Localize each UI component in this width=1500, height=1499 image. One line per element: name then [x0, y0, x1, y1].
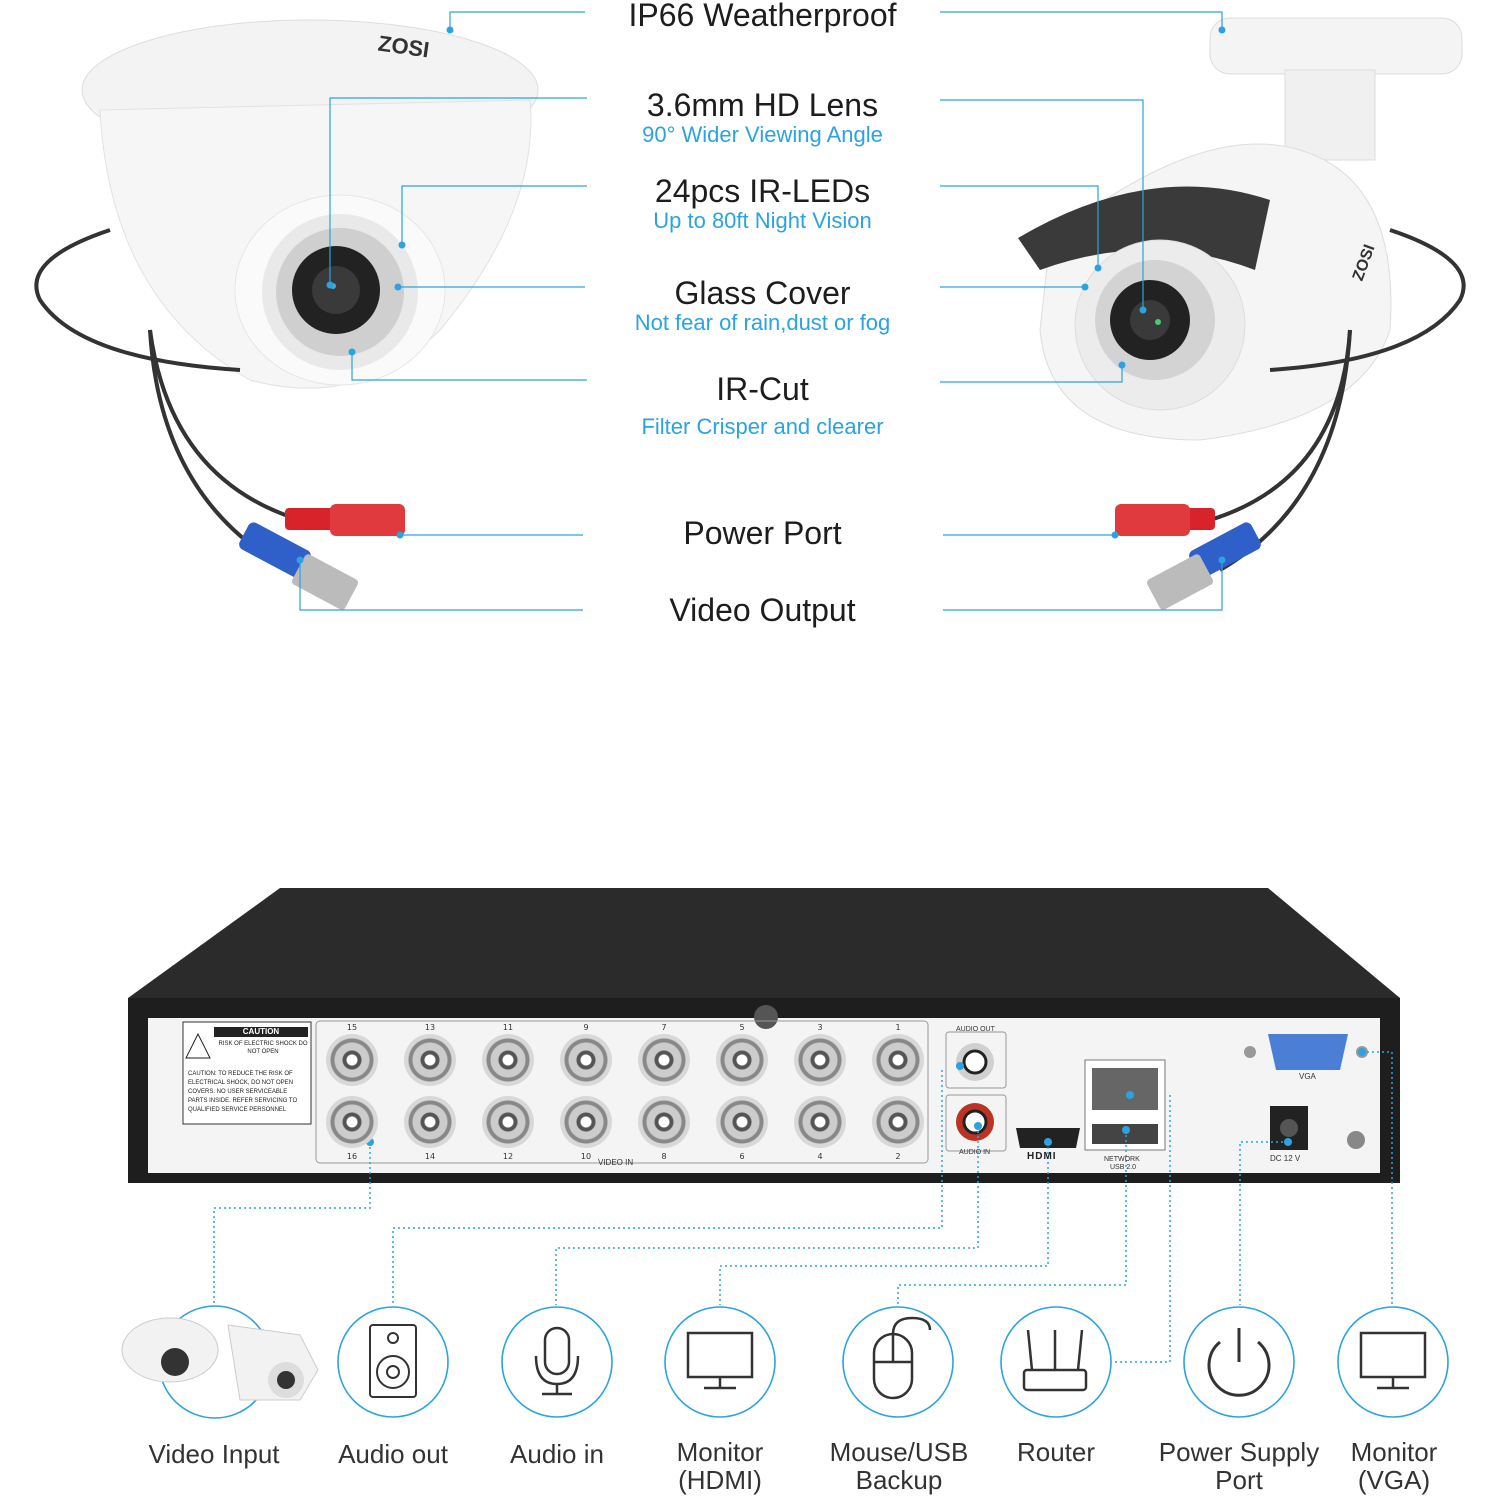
channel-number: 6	[739, 1152, 745, 1161]
bullet-camera	[1018, 17, 1463, 441]
bnc-connector	[482, 1034, 534, 1086]
bnc-connector	[872, 1096, 924, 1148]
cameras-icon	[121, 1317, 319, 1401]
feature-video-output: Video Output	[560, 593, 965, 627]
bnc-connector	[794, 1096, 846, 1148]
feature-weatherproof: IP66 Weatherproof	[560, 0, 965, 32]
feature-title: Video Output	[669, 592, 856, 628]
bnc-connector	[638, 1096, 690, 1148]
monitor-icon	[686, 1331, 754, 1390]
bnc-connector	[482, 1096, 534, 1148]
audio-out-label: AUDIO OUT	[956, 1026, 995, 1033]
feature-title: IR-Cut	[716, 371, 809, 407]
channel-number: 9	[583, 1023, 589, 1032]
bnc-connector	[560, 1034, 612, 1086]
channel-number: 8	[661, 1152, 667, 1161]
channel-number: 10	[580, 1152, 592, 1161]
bnc-connector	[716, 1096, 768, 1148]
usb-label: USB 2.0	[1110, 1164, 1137, 1171]
channel-number: 13	[424, 1023, 436, 1032]
label-monitor-hdmi: Monitor (HDMI)	[676, 1437, 764, 1495]
feature-power-port: Power Port	[560, 516, 965, 550]
feature-subtitle: Not fear of rain,dust or fog	[634, 310, 891, 335]
dc-label: DC 12 V	[1270, 1154, 1301, 1163]
dome-camera	[81, 19, 539, 389]
caution-text: CAUTION: TO REDUCE THE RISK OF ELECTRICA…	[188, 1071, 298, 1113]
caution-title: CAUTION	[242, 1027, 280, 1036]
bnc-connector	[716, 1034, 768, 1086]
feature-title: 3.6mm HD Lens	[646, 87, 879, 123]
channel-number: 14	[424, 1152, 436, 1161]
feature-lens: 3.6mm HD Lens 90° Wider Viewing Angle	[560, 88, 965, 148]
channel-number: 16	[346, 1152, 358, 1161]
channel-number: 2	[895, 1152, 901, 1161]
channel-number: 15	[346, 1023, 358, 1032]
feature-title: 24pcs IR-LEDs	[654, 173, 871, 209]
channel-number: 12	[502, 1152, 514, 1161]
video-plug-left	[239, 522, 359, 610]
icon-circles	[158, 1305, 1449, 1419]
feature-title: Glass Cover	[674, 275, 851, 311]
bnc-connector	[326, 1096, 378, 1148]
channel-number: 7	[661, 1023, 667, 1032]
feature-subtitle: Filter Crisper and clearer	[641, 414, 884, 439]
label-video-input: Video Input	[148, 1439, 280, 1469]
vga-label: VGA	[1299, 1072, 1316, 1081]
feature-glass-cover: Glass Cover Not fear of rain,dust or fog	[560, 276, 965, 336]
label-router: Router	[1016, 1437, 1096, 1467]
channel-number: 1	[895, 1023, 901, 1032]
bnc-connector	[638, 1034, 690, 1086]
bnc-connector	[404, 1034, 456, 1086]
bnc-connector	[560, 1096, 612, 1148]
power-plug-right	[1115, 504, 1215, 536]
feature-subtitle: Up to 80ft Night Vision	[653, 208, 872, 233]
router-icon	[1022, 1329, 1088, 1392]
label-monitor-vga: Monitor (VGA)	[1350, 1437, 1438, 1495]
video-plug-right	[1146, 522, 1261, 610]
callout-lines	[299, 11, 1223, 611]
bnc-connector	[872, 1034, 924, 1086]
feature-subtitle: 90° Wider Viewing Angle	[642, 122, 883, 147]
mouse-icon	[872, 1316, 932, 1400]
feature-ir-cut: IR-Cut Filter Crisper and clearer	[560, 372, 965, 440]
label-audio-in: Audio in	[510, 1439, 604, 1469]
channel-number: 5	[739, 1023, 745, 1032]
dvr-recorder	[128, 888, 1400, 1183]
channel-number: 11	[502, 1023, 514, 1032]
speaker-icon	[369, 1324, 417, 1398]
hdmi-label: HDMI	[1027, 1151, 1057, 1162]
label-mouse-usb: Mouse/USB Backup	[829, 1437, 969, 1495]
channel-number: 4	[817, 1152, 823, 1161]
connection-lines	[213, 1051, 1393, 1363]
caution-subtitle: RISK OF ELECTRIC SHOCK DO NOT OPEN	[218, 1041, 308, 1055]
label-power-supply: Power Supply Port	[1158, 1437, 1320, 1495]
power-plug-left	[285, 504, 405, 536]
bnc-connector	[404, 1096, 456, 1148]
channel-number: 3	[817, 1023, 823, 1032]
feature-title: Power Port	[683, 515, 842, 551]
microphone-icon	[534, 1326, 580, 1396]
bnc-connector	[794, 1034, 846, 1086]
power-icon	[1207, 1328, 1271, 1397]
monitor-icon	[1359, 1331, 1427, 1390]
network-label: NETWORK	[1104, 1156, 1140, 1163]
bnc-connector	[326, 1034, 378, 1086]
label-audio-out: Audio out	[338, 1439, 448, 1469]
feature-title: IP66 Weatherproof	[628, 0, 897, 33]
audio-in-label: AUDIO IN	[959, 1149, 991, 1156]
video-in-label: VIDEO IN	[598, 1158, 634, 1167]
callout-dots	[296, 26, 1226, 564]
feature-ir-leds: 24pcs IR-LEDs Up to 80ft Night Vision	[560, 174, 965, 234]
